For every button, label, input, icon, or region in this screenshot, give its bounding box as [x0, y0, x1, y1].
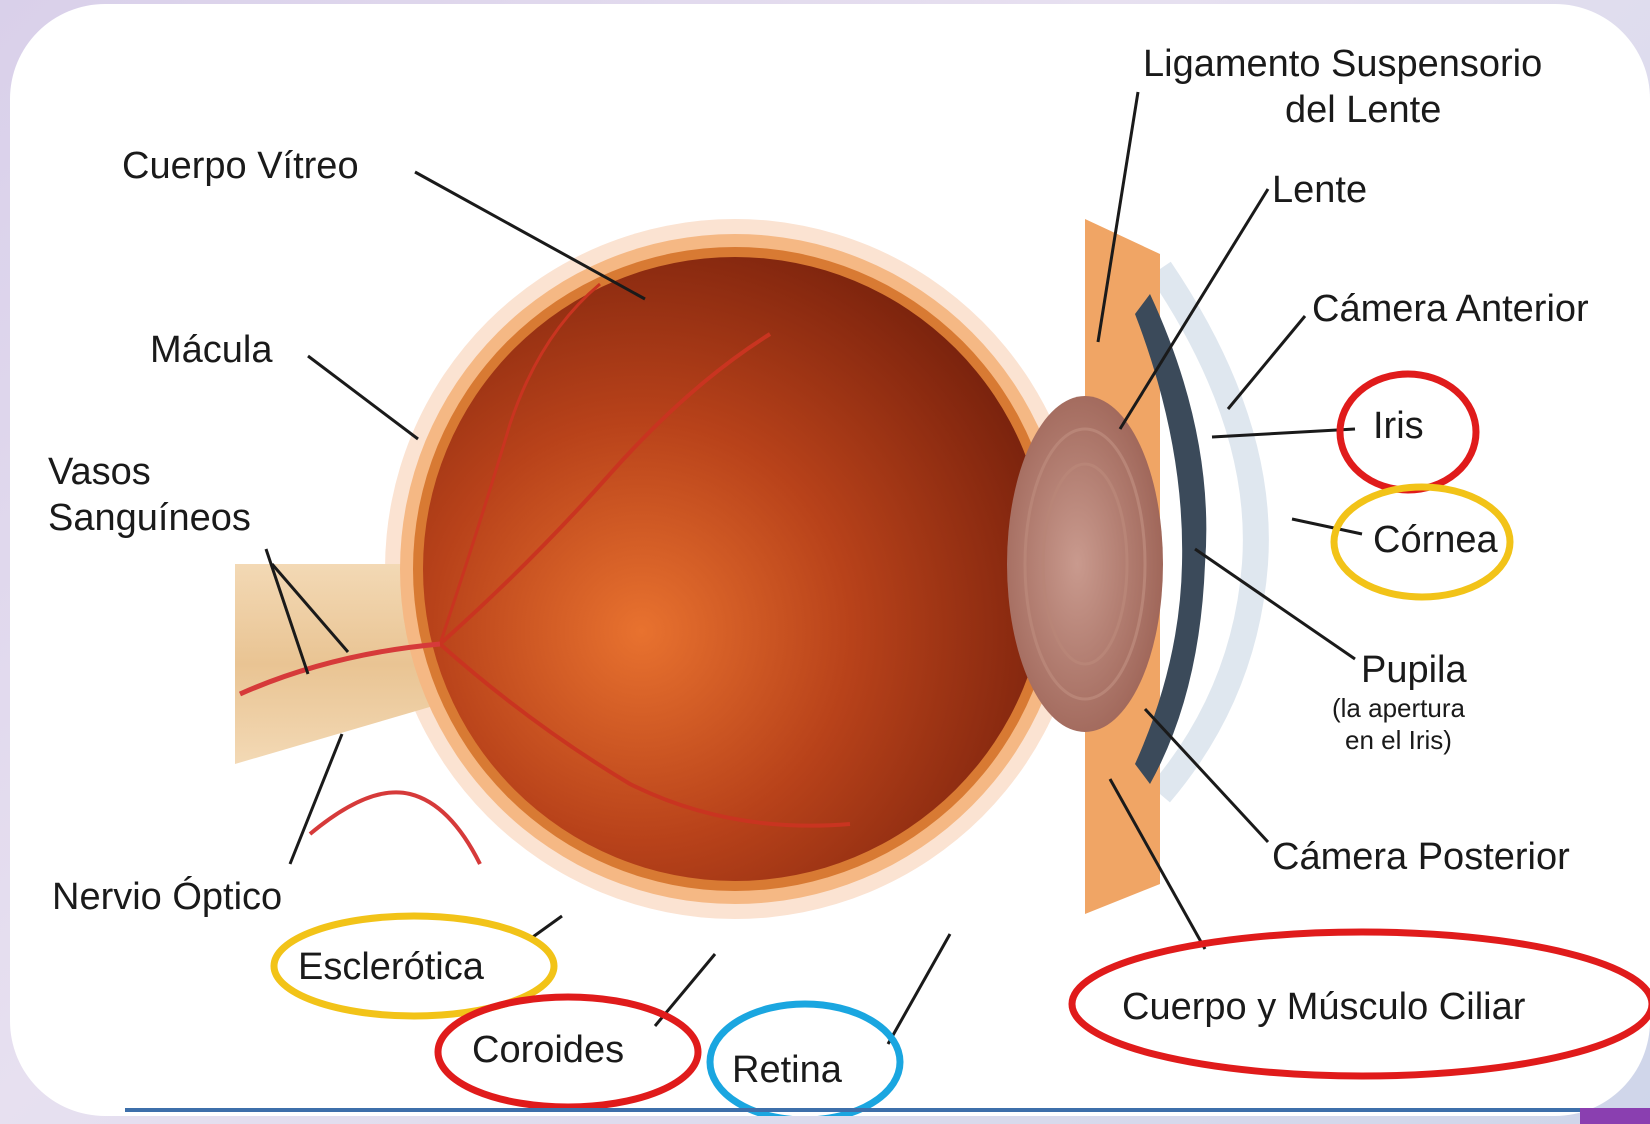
diagram-card: Cuerpo Vítreo Mácula Vasos Sanguíneos Ne…	[10, 4, 1650, 1116]
label-pupila-note: (la apertura	[1332, 693, 1465, 723]
leader-line	[1228, 316, 1305, 409]
leader-line	[1292, 519, 1362, 534]
label-nervio-optico: Nervio Óptico	[52, 875, 282, 918]
vitreous-body	[423, 257, 1047, 881]
label-ligamento: Ligamento Suspensorio	[1143, 43, 1542, 85]
leader-line	[415, 172, 645, 299]
label-del-lente: del Lente	[1285, 89, 1441, 131]
label-camara-anterior: Cámera Anterior	[1312, 288, 1589, 330]
label-macula: Mácula	[150, 329, 273, 371]
label-iris: Iris	[1373, 405, 1424, 447]
label-vasos: Vasos	[48, 451, 151, 493]
leader-line	[308, 356, 418, 439]
label-cuerpo-vitreo: Cuerpo Vítreo	[122, 145, 359, 187]
label-coroides: Coroides	[472, 1029, 624, 1071]
leader-line	[888, 934, 950, 1044]
blood-vessel	[310, 792, 480, 864]
label-cornea: Córnea	[1373, 519, 1498, 561]
lens-shape	[1007, 396, 1163, 732]
leader-line	[530, 916, 562, 939]
label-retina: Retina	[732, 1049, 843, 1091]
corner-accent	[1580, 1108, 1650, 1124]
eye-anatomy-diagram: Cuerpo Vítreo Mácula Vasos Sanguíneos Ne…	[10, 4, 1650, 1116]
label-pupila-note: en el Iris)	[1345, 725, 1452, 755]
label-cuerpo-musculo-ciliar: Cuerpo y Músculo Ciliar	[1122, 986, 1526, 1028]
label-lente: Lente	[1272, 169, 1367, 211]
bottom-rule	[125, 1108, 1650, 1112]
label-camara-posterior: Cámera Posterior	[1272, 836, 1570, 878]
label-esclerotica: Esclerótica	[298, 946, 485, 988]
leader-line	[290, 734, 342, 864]
label-sanguineos: Sanguíneos	[48, 497, 251, 539]
leader-line	[1195, 549, 1355, 659]
label-pupila: Pupila	[1361, 649, 1467, 691]
